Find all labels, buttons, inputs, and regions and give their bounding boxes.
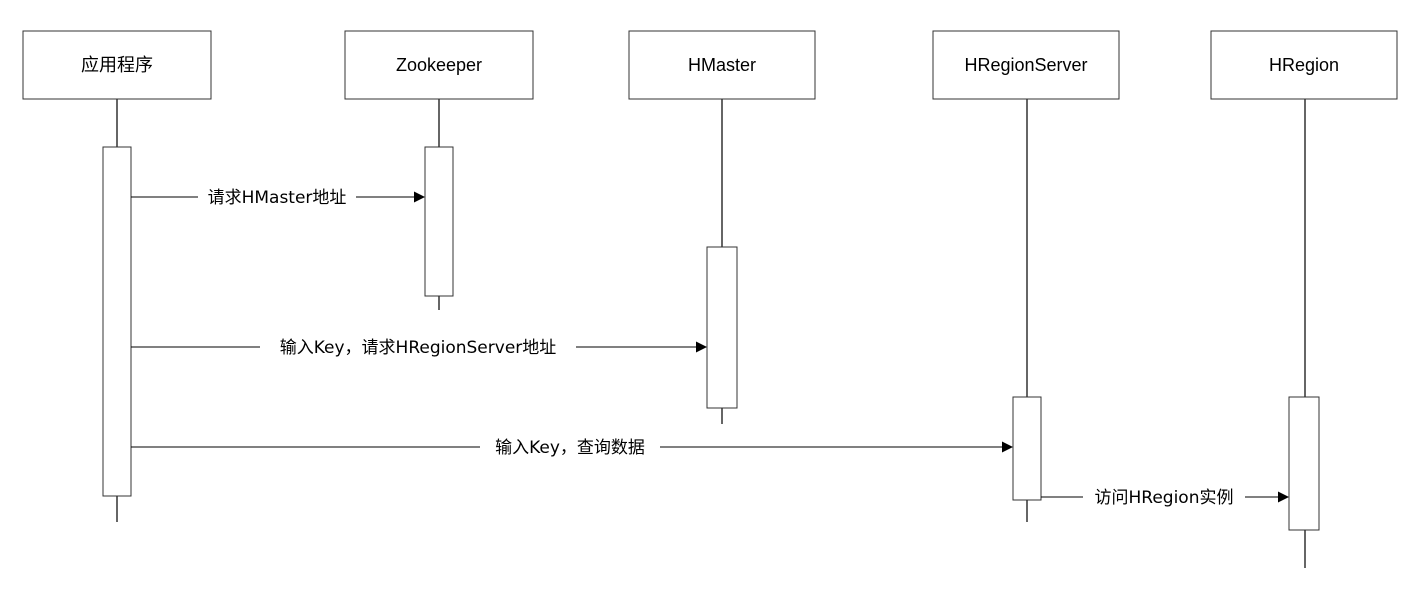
participant-hmaster[interactable]: HMaster — [628, 30, 816, 100]
message-access-hregion-instance: 访问HRegion实例 — [1041, 485, 1289, 509]
activation-hregionserver — [1012, 396, 1042, 501]
participant-app[interactable]: 应用程序 — [22, 30, 212, 100]
participant-label: HMaster — [688, 55, 756, 75]
activation-zookeeper — [424, 146, 454, 297]
message-label: 请求HMaster地址 — [208, 188, 347, 208]
message-request-hmaster-address: 请求HMaster地址 — [131, 185, 425, 209]
activation-hmaster — [706, 246, 738, 409]
participant-label: HRegionServer — [964, 55, 1087, 75]
participant-label: 应用程序 — [81, 55, 153, 75]
message-label: 输入Key，请求HRegionServer地址 — [280, 338, 557, 358]
arrowhead — [696, 341, 707, 353]
participant-hregion[interactable]: HRegion — [1210, 30, 1398, 100]
participant-hregionserver[interactable]: HRegionServer — [932, 30, 1120, 100]
activation-app — [102, 146, 132, 497]
arrowhead — [1278, 491, 1289, 503]
arrowhead — [1002, 441, 1013, 453]
participant-zookeeper[interactable]: Zookeeper — [344, 30, 534, 100]
participant-label: Zookeeper — [396, 55, 482, 75]
participant-label: HRegion — [1269, 55, 1339, 75]
message-request-hregionserver-address: 输入Key，请求HRegionServer地址 — [131, 335, 707, 359]
message-query-data: 输入Key，查询数据 — [131, 435, 1013, 459]
activation-hregion — [1288, 396, 1320, 531]
message-label: 访问HRegion实例 — [1095, 488, 1234, 508]
message-label: 输入Key，查询数据 — [495, 438, 645, 458]
arrowhead — [414, 191, 425, 203]
